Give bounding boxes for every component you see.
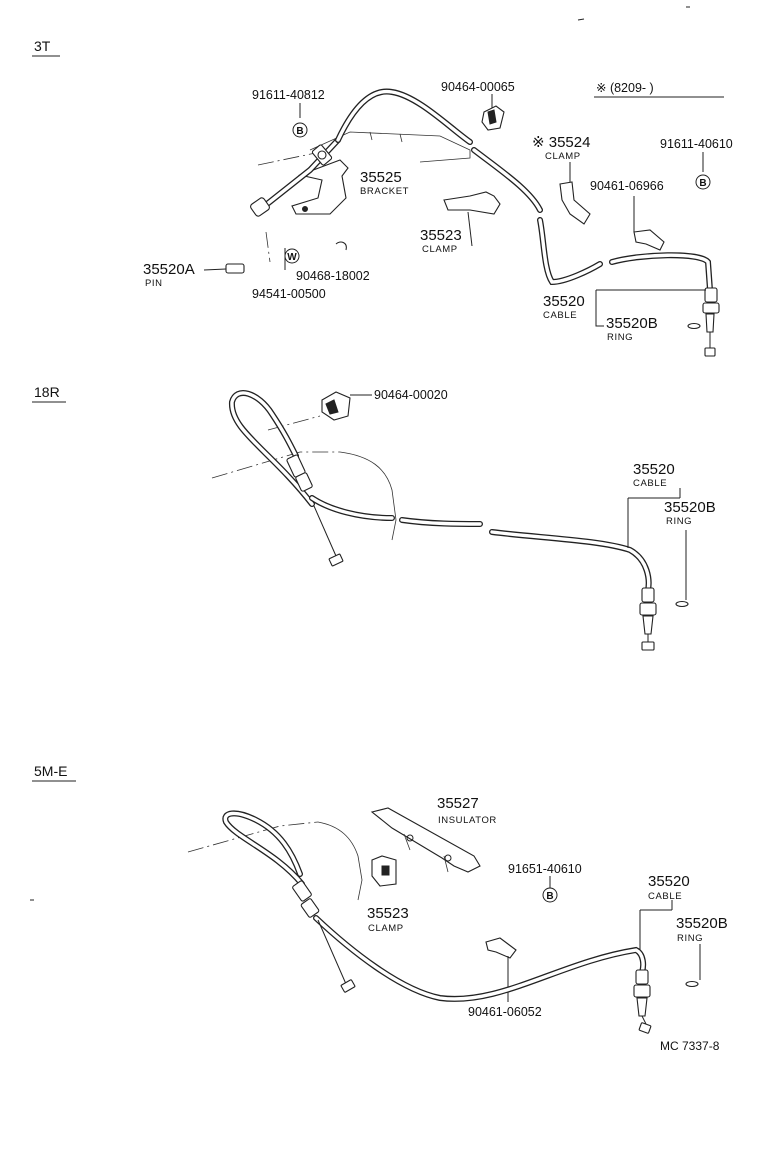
label-35520-5m-e-sub: CABLE: [648, 891, 682, 902]
section-18r: 18R: [32, 384, 716, 651]
svg-text:B: B: [296, 126, 303, 137]
label-91651-40610: 91651-40610: [508, 862, 582, 876]
label-35524-sub: CLAMP: [545, 151, 581, 162]
bolt-mark-b-1: B: [292, 122, 308, 138]
label-94541-00500: 94541-00500: [252, 287, 326, 301]
svg-text:B: B: [699, 178, 706, 189]
clip-90468-18002: [335, 241, 347, 251]
section-5m-e: 5M-E: [32, 763, 728, 1034]
label-35525-sub: BRACKET: [360, 186, 409, 197]
label-35520-3t: 35520: [543, 293, 585, 310]
bolt-mark-b-5m-e: B: [542, 887, 558, 903]
clip-90461-06052: [485, 937, 517, 959]
washer-mark-w: W: [284, 248, 300, 264]
pin-35520a: [225, 263, 245, 274]
label-90464-00020: 90464-00020: [374, 388, 448, 402]
section-title-3t: 3T: [34, 38, 51, 54]
label-35523-3t-sub: CLAMP: [422, 244, 458, 255]
label-35523-3t: 35523: [420, 227, 462, 244]
label-90464-00065: 90464-00065: [441, 80, 515, 94]
section-3t: 3T ※ (8209- ): [32, 38, 733, 357]
ring-35520b-5m-e: [685, 980, 699, 988]
label-35520-5m-e: 35520: [648, 873, 690, 890]
figure-reference-code: MC 7337-8: [660, 1039, 720, 1053]
section-title-5m-e: 5M-E: [34, 763, 67, 779]
cable-35520-18r: [228, 390, 657, 651]
bracket-bolt-hole: [302, 206, 308, 212]
label-35520b-5m-e: 35520B: [676, 915, 728, 932]
label-35520-18r: 35520: [633, 461, 675, 478]
label-35520b-18r-sub: RING: [666, 516, 692, 527]
cable-35520-3t: [335, 88, 720, 357]
label-90461-06966: 90461-06966: [590, 179, 664, 193]
label-35520-18r-sub: CABLE: [633, 478, 667, 489]
label-35520b-3t-sub: RING: [607, 332, 633, 343]
ring-35520b-3t: [687, 322, 701, 330]
label-90461-06052: 90461-06052: [468, 1005, 542, 1019]
insulator-35527: [370, 807, 481, 873]
applicability-note: ※ (8209- ): [596, 81, 654, 95]
svg-text:W: W: [287, 252, 297, 263]
label-35523-5m-e-sub: CLAMP: [368, 923, 404, 934]
label-35523-5m-e: 35523: [367, 905, 409, 922]
cable-35520-5m-e: [222, 810, 652, 1034]
label-35520a: 35520A: [143, 261, 195, 278]
svg-text:B: B: [546, 891, 553, 902]
label-91611-40812: 91611-40812: [252, 88, 325, 102]
label-35520b-18r: 35520B: [664, 499, 716, 516]
cable-end-fitting: [250, 197, 270, 217]
clamp-35524: [559, 181, 591, 225]
clamp-35523-3t: [443, 191, 501, 215]
label-90468-18002: 90468-18002: [296, 269, 370, 283]
label-35520b-5m-e-sub: RING: [677, 933, 703, 944]
label-35527: 35527: [437, 795, 479, 812]
label-35520-3t-sub: CABLE: [543, 310, 577, 321]
label-35524: ※ 35524: [532, 134, 590, 151]
bracket-35525: [291, 159, 349, 215]
ring-35520b-18r: [675, 600, 689, 608]
label-35525: 35525: [360, 169, 402, 186]
clip-90461-06966: [633, 229, 665, 251]
label-91611-40610: 91611-40610: [660, 137, 733, 151]
bolt-mark-b-2: B: [695, 174, 711, 190]
label-35527-sub: INSULATOR: [438, 815, 497, 826]
scan-specks: [30, 6, 690, 901]
label-35520a-sub: PIN: [145, 278, 163, 289]
section-title-18r: 18R: [34, 384, 60, 400]
label-35520b-3t: 35520B: [606, 315, 658, 332]
